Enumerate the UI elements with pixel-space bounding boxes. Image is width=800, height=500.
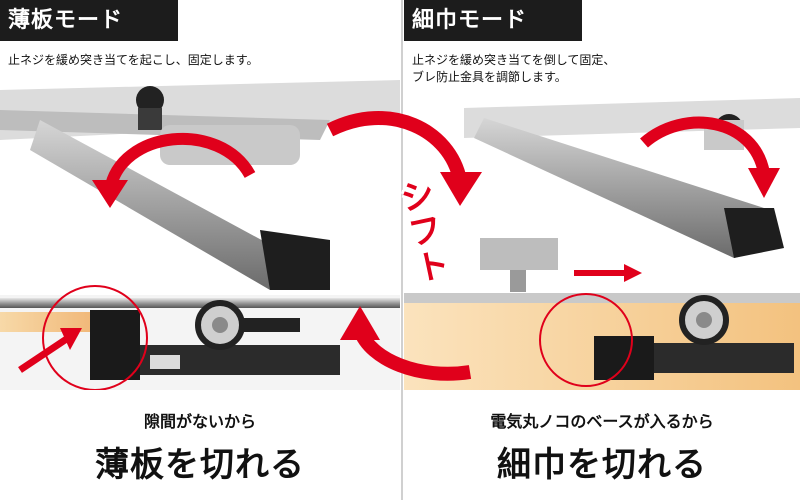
- highlight-circle: [539, 293, 633, 387]
- base-rail: [404, 293, 800, 303]
- thin-board-caption-small: 隙間がないから: [143, 412, 256, 431]
- thin-board-mode-illustration: [0, 80, 400, 390]
- narrow-width-mode-description: 止ネジを緩め突き当てを倒して固定、 ブレ防止金具を調節します。: [412, 52, 792, 86]
- center-divider: [401, 0, 403, 500]
- rotate-arrow: [104, 132, 256, 192]
- lock-knob: [136, 86, 164, 114]
- narrow-width-caption-small: 電気丸ノコのベースが入るから: [490, 412, 714, 431]
- stopper-block: [594, 336, 654, 380]
- pointer-arrow: [18, 335, 70, 373]
- narrow-width-mode-label: 細巾モード: [404, 0, 582, 41]
- thin-board-caption-big: 薄板を切れる: [95, 445, 305, 485]
- guide-bar-end-cap: [724, 208, 784, 258]
- narrow-width-description-line1: 止ネジを緩め突き当てを倒して固定、: [412, 53, 616, 67]
- base-rail: [0, 298, 400, 308]
- guide-bar: [30, 120, 330, 290]
- shift-arrows: [326, 111, 482, 381]
- thin-board-mode-description: 止ネジを緩め突き当てを起こし、固定します。: [8, 53, 259, 67]
- rotate-arrow: [640, 116, 770, 175]
- stopper-block: [90, 310, 140, 380]
- thin-board-mode-label: 薄板モード: [0, 0, 178, 41]
- saw-base: [480, 238, 558, 270]
- narrow-width-caption-big: 細巾を切れる: [497, 445, 707, 485]
- guide-bar: [474, 118, 774, 258]
- narrow-width-description-line2: ブレ防止金具を調節します。: [412, 70, 567, 84]
- highlight-circle: [42, 285, 148, 390]
- guide-bar-end-cap: [260, 230, 330, 290]
- shift-arrow-top: [326, 111, 467, 182]
